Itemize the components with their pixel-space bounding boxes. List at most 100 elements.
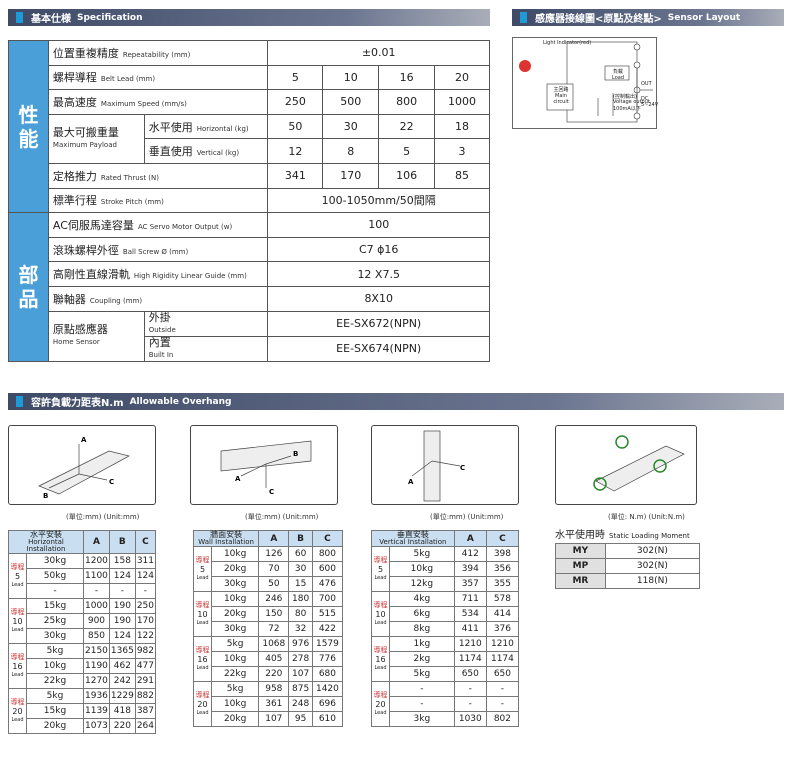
svg-text:C: C — [269, 488, 274, 496]
table-cell: 60 — [288, 546, 313, 562]
table-cell: 20kg — [26, 718, 84, 734]
table-cell: 3kg — [389, 711, 455, 727]
table-cell: 696 — [311, 696, 344, 712]
table-cell: 158 — [108, 553, 136, 569]
table-cell: 30kg — [26, 628, 84, 644]
table-cell: 418 — [108, 703, 136, 719]
table-cell: 1200 — [83, 553, 110, 569]
value-motor: 100 — [267, 212, 490, 238]
table-cell: 95 — [288, 711, 313, 727]
table-cell: 1210 — [485, 636, 520, 652]
sensor-header-title: 感應器接線圖<原點及終點> — [535, 14, 662, 25]
cell: 106 — [378, 162, 436, 189]
dc-label: DC 5~24V — [641, 96, 659, 108]
table-cell: 30kg — [210, 621, 260, 637]
unit-label: (單位:mm) (Unit:mm) — [245, 513, 319, 521]
table-cell: 80 — [288, 606, 313, 622]
table-cell: 650 — [485, 666, 520, 682]
table-cell: 875 — [288, 681, 313, 697]
table-cell: C — [134, 530, 157, 554]
table-cell: 126 — [258, 546, 290, 562]
table-cell: B — [108, 530, 136, 554]
table-cell: 30kg — [26, 553, 84, 569]
table-cell: 412 — [453, 546, 487, 562]
table-cell: 6kg — [389, 606, 455, 622]
value-sensor-outside: EE-SX672(NPN) — [267, 310, 490, 337]
table-cell: 50kg — [26, 568, 84, 584]
table-cell: - — [389, 696, 455, 712]
table-cell: 180 — [288, 591, 313, 607]
table-cell: 610 — [311, 711, 344, 727]
table-cell: 248 — [288, 696, 313, 712]
svg-text:C: C — [460, 464, 465, 472]
table-cell: 850 — [83, 628, 110, 644]
cell: 5 — [378, 138, 436, 164]
table-cell: 122 — [134, 628, 157, 644]
table-cell: 534 — [453, 606, 487, 622]
table-cell: 8kg — [389, 621, 455, 637]
table-cell: 15kg — [26, 703, 84, 719]
table-cell: 1174 — [485, 651, 520, 667]
table-cell: 711 — [453, 591, 487, 607]
table-cell: 1100 — [83, 568, 110, 584]
table-cell: 1139 — [83, 703, 110, 719]
table-cell: MY — [555, 543, 606, 559]
table-cell: 1210 — [453, 636, 487, 652]
table-cell: 220 — [108, 718, 136, 734]
out-label: OUT — [641, 81, 652, 87]
table-cell: 477 — [134, 658, 157, 674]
value-stroke: 100-1050mm/50間隔 — [267, 187, 490, 214]
header-marker — [16, 396, 23, 407]
table-cell: 20kg — [210, 711, 260, 727]
overhang-header-title: 容許負載力距表N.m — [31, 398, 124, 409]
svg-text:A: A — [408, 478, 414, 486]
cell: 20 — [434, 64, 490, 91]
spec-header-title: 基本仕様 — [31, 14, 71, 25]
side-label-parts: 部品 — [8, 212, 49, 362]
table-cell: 20kg — [210, 561, 260, 577]
ctrl-label: (控制輸出) — [613, 94, 637, 100]
horizontal-actuator-drawing: ACB — [38, 436, 130, 500]
table-cell: 278 — [288, 651, 313, 667]
cell: 341 — [267, 162, 324, 189]
indicator-label: Light Indicator(red) — [543, 40, 592, 46]
table-cell: 5kg — [389, 546, 455, 562]
wall-actuator-drawing: ACB — [220, 440, 312, 496]
table-cell: 118(N) — [604, 573, 701, 589]
cell: 18 — [434, 113, 490, 140]
table-cell: 5kg — [210, 681, 260, 697]
header-marker — [520, 12, 527, 23]
table-cell: 1073 — [83, 718, 110, 734]
moment-actuator-drawing — [593, 435, 685, 492]
